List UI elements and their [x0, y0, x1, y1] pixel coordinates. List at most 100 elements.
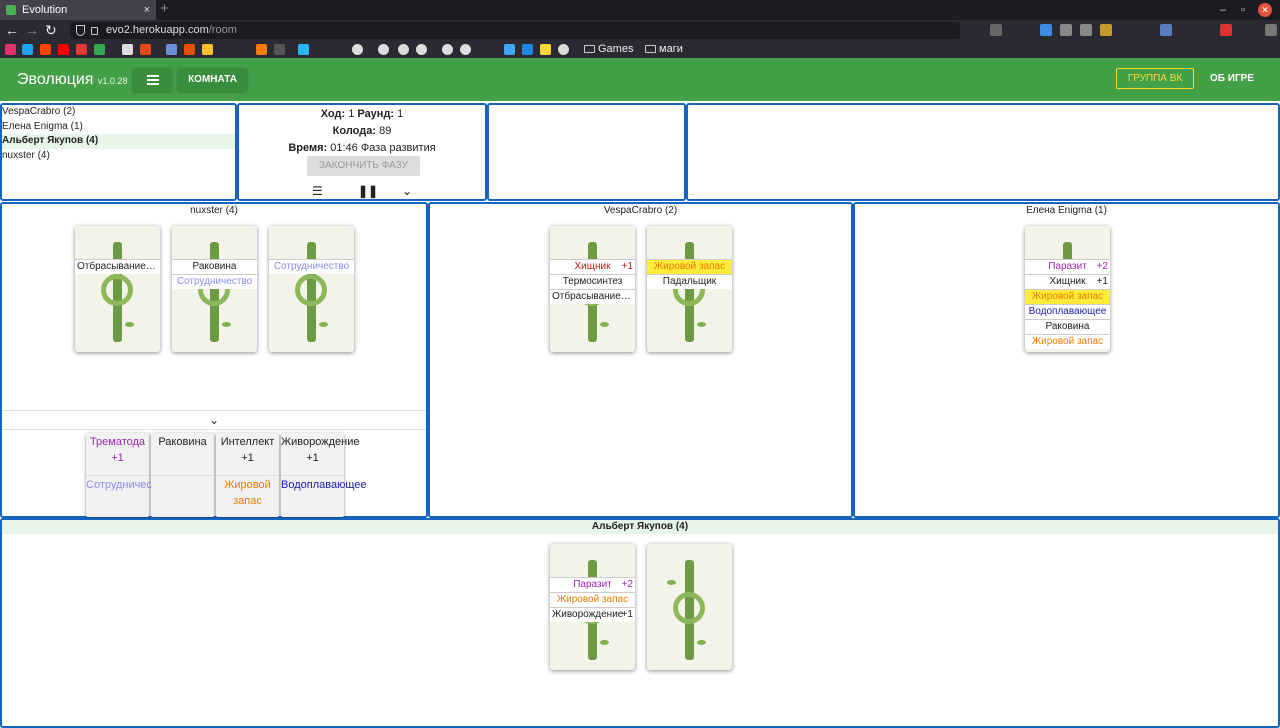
hand-card-bottom[interactable]: Жировой запас — [216, 475, 279, 515]
library-icon[interactable] — [1060, 24, 1072, 36]
trait-label[interactable]: Сотрудничество — [269, 259, 354, 274]
animal-card[interactable]: Раковина Сотрудничество — [172, 226, 257, 352]
pocket-icon[interactable] — [990, 24, 1002, 36]
git-icon[interactable] — [140, 44, 151, 55]
pause-icon[interactable]: ❚❚ — [358, 184, 379, 198]
shield-extension-icon[interactable] — [1220, 24, 1232, 36]
address-bar[interactable]: evo2.herokuapp.com/room — [70, 22, 960, 39]
forward-icon[interactable]: → — [25, 22, 39, 38]
menu-icon[interactable] — [1265, 24, 1277, 36]
trait-label[interactable]: Жировой запас — [1025, 289, 1110, 304]
star-icon[interactable] — [202, 44, 213, 55]
hand-card[interactable]: Раковина — [151, 433, 214, 517]
globe-icon[interactable] — [442, 44, 453, 55]
menu-button[interactable] — [133, 68, 172, 91]
play-icon[interactable] — [94, 44, 105, 55]
players-list: VespaCrabro (2) Елена Enigma (1) Альберт… — [0, 103, 237, 201]
reload-icon[interactable]: ↻ — [45, 22, 57, 38]
trait-label[interactable]: Жировой запас — [647, 259, 732, 274]
sidebar-icon[interactable] — [1080, 24, 1092, 36]
bookmark-icon[interactable] — [76, 44, 87, 55]
chevron-down-icon[interactable]: ⌄ — [2, 410, 426, 430]
hand-card-top[interactable]: Интеллект +1 — [220, 436, 275, 464]
hand-card[interactable]: Живорождение +1 Водоплавающее — [281, 433, 367, 517]
animal-card[interactable]: Паразит+2 Жировой запас Живорождение+1 — [550, 544, 635, 670]
player-row[interactable]: nuxster (4) — [2, 149, 50, 161]
bookmark-icon[interactable] — [540, 44, 551, 55]
trait-label[interactable]: Отбрасывание хвоста — [75, 259, 160, 274]
list-icon[interactable]: ☰ — [312, 184, 323, 198]
trait-label[interactable]: Сотрудничество — [172, 274, 257, 289]
bookmark-folder-games[interactable]: Games — [584, 42, 633, 57]
trait-label[interactable]: Отбрасывание хвоста — [550, 289, 635, 304]
tracking-shield-icon[interactable] — [76, 25, 85, 36]
globe-icon[interactable] — [378, 44, 389, 55]
url-row: ← → ↻ evo2.herokuapp.com/room — [0, 20, 1280, 41]
player-row-current[interactable]: Альберт Якупов (4) — [2, 134, 235, 149]
youtube-icon[interactable] — [58, 44, 69, 55]
bookmark-icon[interactable] — [256, 44, 267, 55]
reddit-icon[interactable] — [40, 44, 51, 55]
trait-label[interactable]: Живорождение+1 — [550, 607, 635, 622]
animal-card[interactable]: Отбрасывание хвоста — [75, 226, 160, 352]
globe-icon[interactable] — [352, 44, 363, 55]
chevron-down-icon[interactable]: ⌄ — [402, 184, 413, 198]
animal-card[interactable]: Сотрудничество — [269, 226, 354, 352]
hand-card-bottom[interactable] — [151, 475, 214, 515]
download-icon[interactable] — [1040, 24, 1052, 36]
animal-card[interactable]: Жировой запас Падальщик — [647, 226, 732, 352]
browser-tab[interactable]: Evolution × — [0, 0, 156, 20]
twitter-icon[interactable] — [22, 44, 33, 55]
lock-icon[interactable] — [91, 27, 98, 35]
animal-card[interactable]: Паразит+2 Хищник+1 Жировой запас Водопла… — [1025, 226, 1110, 352]
animal-card[interactable] — [647, 544, 732, 670]
trait-label[interactable]: Жировой запас — [550, 592, 635, 607]
instagram-icon[interactable] — [5, 44, 16, 55]
translate-icon[interactable] — [1160, 24, 1172, 36]
bookmark-folder-magi[interactable]: маги — [645, 42, 683, 57]
bookmark-icon[interactable] — [184, 44, 195, 55]
globe-icon[interactable] — [558, 44, 569, 55]
trait-label[interactable]: Водоплавающее — [1025, 304, 1110, 319]
trait-label[interactable]: Жировой запас — [1025, 334, 1110, 349]
bookmark-icon[interactable] — [274, 44, 285, 55]
trait-label[interactable]: Раковина — [172, 259, 257, 274]
bookmark-icon[interactable] — [504, 44, 515, 55]
trait-label[interactable]: Хищник+1 — [550, 259, 635, 274]
globe-icon[interactable] — [460, 44, 471, 55]
animal-card[interactable]: Хищник+1 Термосинтез Отбрасывание хвоста — [550, 226, 635, 352]
tab-close-icon[interactable]: × — [143, 4, 150, 16]
new-tab-icon[interactable]: + — [160, 0, 169, 17]
end-phase-button[interactable]: ЗАКОНЧИТЬ ФАЗУ — [307, 156, 420, 176]
room-button[interactable]: КОМНАТА — [178, 68, 247, 91]
bookmark-icon[interactable] — [522, 44, 533, 55]
back-icon[interactable]: ← — [5, 22, 19, 38]
hand-card[interactable]: Трематода +1 Сотрудничество — [86, 433, 169, 517]
trait-label[interactable]: Раковина — [1025, 319, 1110, 334]
extension-icon[interactable] — [1100, 24, 1112, 36]
close-window-icon[interactable]: ✕ — [1258, 3, 1272, 17]
hand-card-bottom[interactable]: Сотрудничество — [86, 475, 169, 515]
hand-card-top[interactable]: Раковина — [158, 436, 207, 448]
minimize-icon[interactable]: – — [1219, 4, 1227, 16]
hand-card-bottom[interactable]: Водоплавающее — [281, 475, 367, 515]
about-button[interactable]: ОБ ИГРЕ — [1210, 73, 1254, 84]
player-row[interactable]: Елена Enigma (1) — [2, 120, 83, 132]
maximize-icon[interactable]: ▫ — [1241, 4, 1245, 16]
globe-icon[interactable] — [398, 44, 409, 55]
bookmark-icon[interactable] — [298, 44, 309, 55]
github-icon[interactable] — [122, 44, 133, 55]
trait-label[interactable]: Падальщик — [647, 274, 732, 289]
globe-icon[interactable] — [416, 44, 427, 55]
trait-label[interactable]: Паразит+2 — [1025, 259, 1110, 274]
chameleon-icon — [95, 242, 141, 342]
trait-label[interactable]: Термосинтез — [550, 274, 635, 289]
trait-label[interactable]: Хищник+1 — [1025, 274, 1110, 289]
hand-card-top[interactable]: Живорождение +1 — [281, 436, 360, 464]
hand-card-top[interactable]: Трематода +1 — [89, 436, 146, 464]
player-row[interactable]: VespaCrabro (2) — [2, 106, 76, 117]
trait-label[interactable]: Паразит+2 — [550, 577, 635, 592]
hand-card[interactable]: Интеллект +1 Жировой запас — [216, 433, 279, 517]
vk-group-button[interactable]: ГРУППА ВК — [1116, 68, 1194, 89]
bookmark-icon[interactable] — [166, 44, 177, 55]
